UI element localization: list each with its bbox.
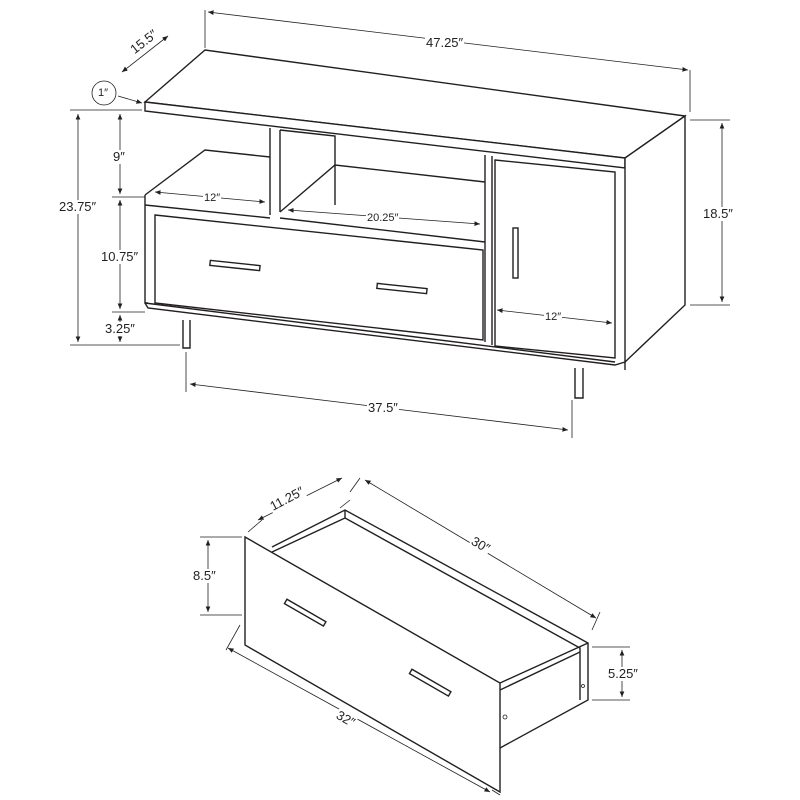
door-handle xyxy=(512,227,519,279)
label-leg-height: 3.25″ xyxy=(104,321,136,336)
drawer-box-side xyxy=(499,642,589,691)
tv-stand-drawing xyxy=(70,10,730,438)
drawer-hole xyxy=(581,684,585,688)
drawer-front-panel xyxy=(244,535,501,794)
label-upper-shelf-height: 9″ xyxy=(112,149,126,164)
label-drawer-height: 10.75″ xyxy=(100,249,140,264)
label-left-shelf-depth: 12″ xyxy=(203,191,222,205)
label-center-shelf-width: 20.25″ xyxy=(366,211,400,225)
center-shelf xyxy=(279,164,486,243)
bottom-panel xyxy=(144,302,626,366)
label-top-thickness: 1″ xyxy=(98,87,109,99)
label-cabinet-height: 18.5″ xyxy=(702,206,734,221)
label-cabinet-depth: 12″ xyxy=(544,310,563,324)
leg-right xyxy=(574,368,584,399)
drawer-drawing xyxy=(200,477,630,796)
label-drawer-front-height: 8.5″ xyxy=(192,568,217,583)
right-side xyxy=(624,114,686,364)
center-divider xyxy=(269,128,336,215)
drawer-front-hole xyxy=(502,714,508,720)
drawer-handle-right xyxy=(376,282,428,295)
cabinet-divider xyxy=(484,155,493,345)
label-width: 47.25″ xyxy=(425,35,465,50)
drawer-front xyxy=(154,214,484,341)
drawer-handle-left xyxy=(209,259,261,272)
drawer-front-handle-left xyxy=(283,598,327,628)
label-drawer-box-height: 5.25″ xyxy=(607,666,639,681)
label-total-height: 23.75″ xyxy=(58,199,98,214)
label-leg-span: 37.5″ xyxy=(367,400,399,415)
leg-left xyxy=(182,320,191,349)
